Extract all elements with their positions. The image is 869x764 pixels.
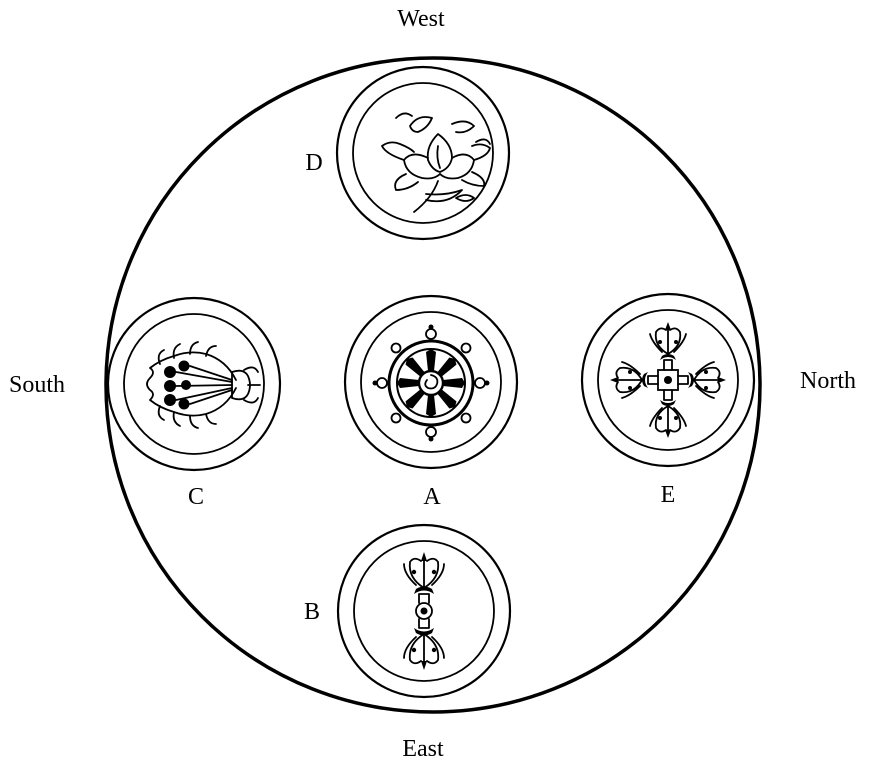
vajra-vertical-icon — [404, 552, 444, 670]
lotus-flower-icon — [382, 113, 490, 212]
medallion-c-outer-ring — [108, 298, 280, 470]
dharma-wheel-icon — [373, 325, 490, 442]
direction-label-south: South — [9, 372, 65, 398]
symbol-letter-a: A — [423, 484, 441, 510]
double-vajra-icon — [610, 322, 726, 438]
symbol-letter-b: B — [304, 599, 320, 625]
medallion-d-inner-ring — [353, 83, 493, 223]
medallion-a-outer-ring — [345, 296, 517, 468]
symbol-letter-d: D — [305, 150, 322, 176]
medallion-d-outer-ring — [337, 67, 509, 239]
medallion-c — [108, 298, 280, 470]
symbol-letter-e: E — [661, 482, 676, 508]
symbol-letter-c: C — [188, 484, 204, 510]
medallion-e — [582, 294, 754, 466]
medallion-a — [345, 296, 517, 468]
medallion-d — [337, 67, 509, 239]
direction-label-east: East — [402, 736, 444, 762]
medallion-c-inner-ring — [124, 314, 264, 454]
medallion-b — [338, 525, 510, 697]
flaming-jewel-icon — [147, 342, 260, 428]
direction-label-west: West — [397, 6, 445, 32]
direction-label-north: North — [800, 368, 856, 394]
